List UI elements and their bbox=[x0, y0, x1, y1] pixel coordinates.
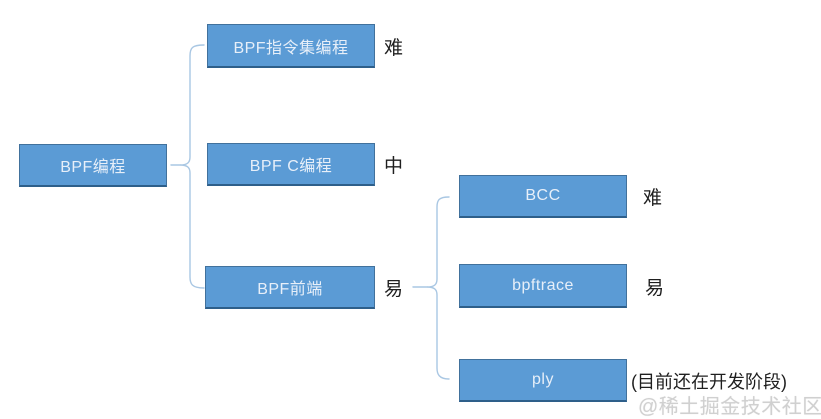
difficulty-label-bpf-c: 中 bbox=[384, 156, 404, 177]
watermark: @稀土掘金技术社区 bbox=[638, 396, 821, 418]
difficulty-label-bpf-frontend: 易 bbox=[384, 279, 404, 300]
difficulty-label-bcc: 难 bbox=[643, 188, 663, 209]
node-ply: ply bbox=[459, 359, 627, 402]
status-note-ply: (目前还在开发阶段) bbox=[631, 371, 787, 392]
brace-connector-level1 bbox=[179, 44, 205, 289]
node-bpftrace: bpftrace bbox=[459, 264, 627, 308]
node-bpf-frontend: BPF前端 bbox=[205, 266, 375, 309]
node-bcc: BCC bbox=[459, 175, 627, 218]
difficulty-label-bpftrace: 易 bbox=[645, 277, 665, 299]
brace-connector-level2 bbox=[426, 196, 450, 380]
node-bpf-c-programming: BPF C编程 bbox=[207, 143, 375, 186]
node-bpf-instruction-set: BPF指令集编程 bbox=[207, 24, 375, 68]
difficulty-label-instruction-set: 难 bbox=[384, 37, 404, 59]
node-bpf-programming: BPF编程 bbox=[19, 144, 167, 187]
